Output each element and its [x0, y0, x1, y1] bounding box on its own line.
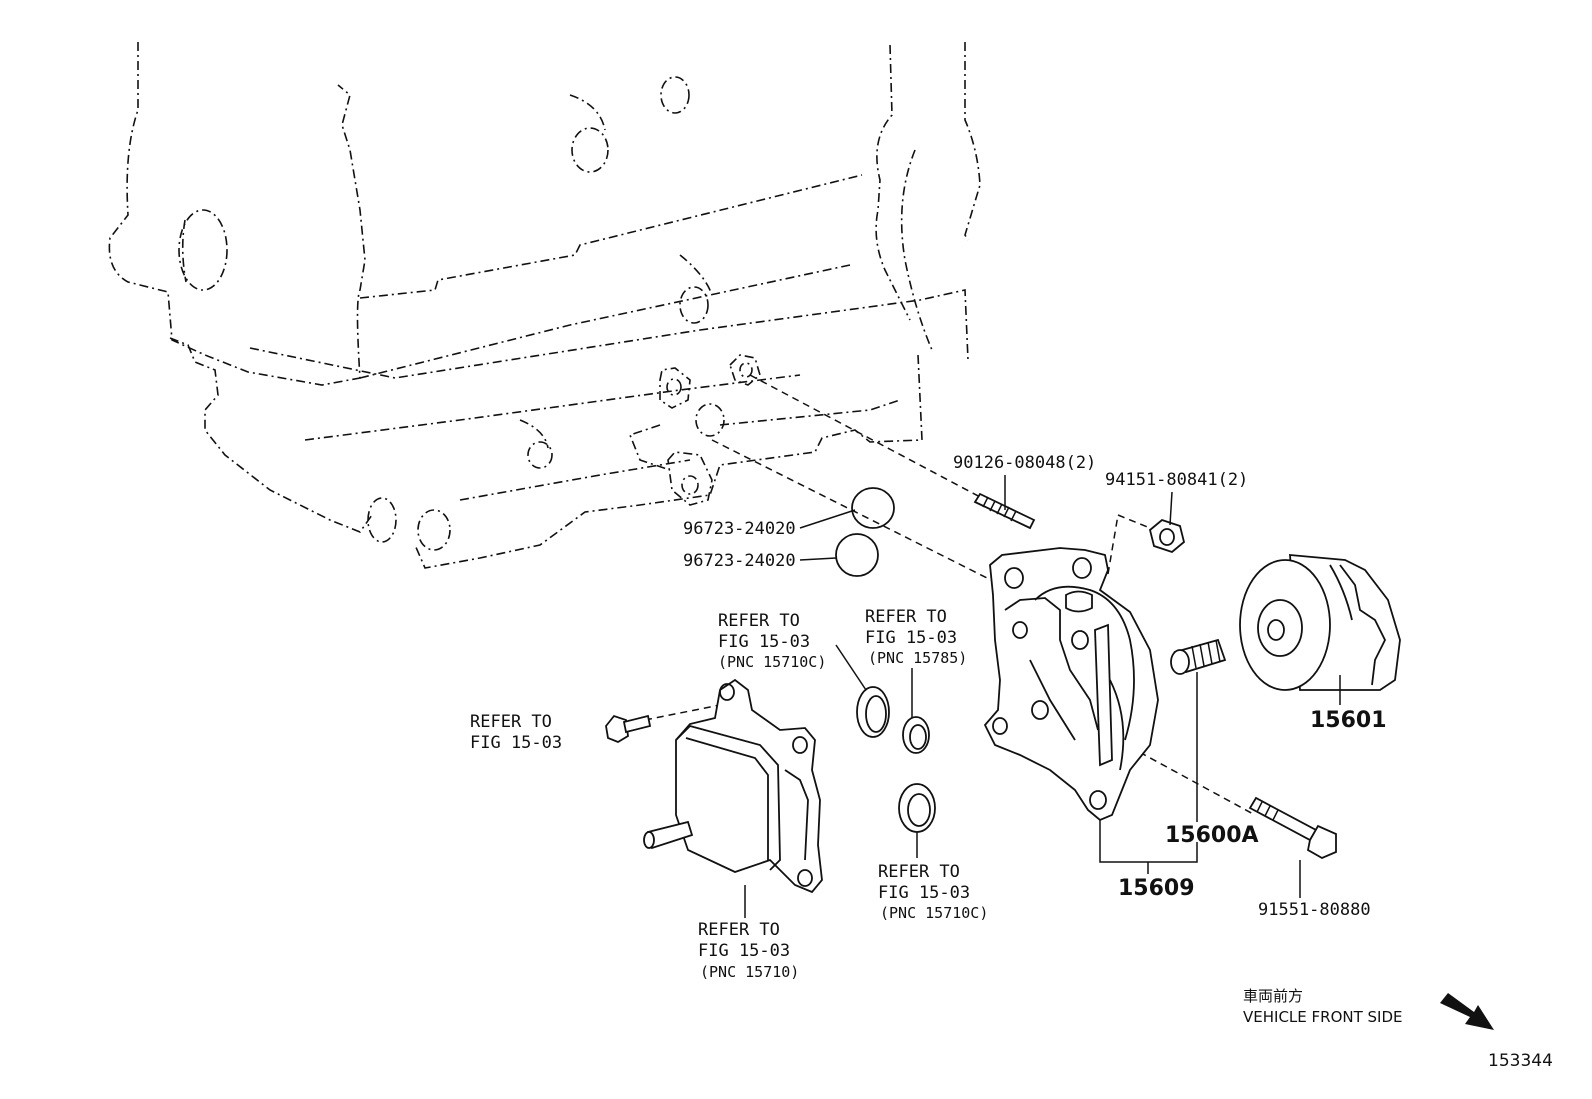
refer-ring-low-line3: (PNC 15710C) — [880, 904, 988, 922]
oil-filter-bracket — [983, 547, 1159, 822]
oil-cooler — [643, 678, 823, 894]
stud-bolt — [973, 492, 1036, 530]
direction-indicator: 車両前方 VEHICLE FRONT SIDE — [1243, 987, 1494, 1030]
refer-ring-low-line1: REFER TO — [878, 862, 960, 882]
refer-ring-left-line2: FIG 15-03 — [718, 632, 810, 652]
refer-cooler-line3: (PNC 15710) — [700, 963, 799, 981]
flange-bolt — [1248, 796, 1337, 860]
o-ring-upper — [851, 487, 895, 529]
front-arrow-icon — [1440, 993, 1494, 1030]
refer-ring-low-line2: FIG 15-03 — [878, 883, 970, 903]
refer-bolt-line1: REFER TO — [470, 712, 552, 732]
cooler-bolt — [605, 714, 652, 744]
label-oring-upper: 96723-24020 — [683, 519, 796, 539]
refer-ring-left-line3: (PNC 15710C) — [718, 653, 826, 671]
label-oring-lower: 96723-24020 — [683, 551, 796, 571]
refer-ring-right-line3: (PNC 15785) — [868, 649, 967, 667]
seal-ring-lower — [898, 783, 936, 833]
label-bolt: 91551-80880 — [1258, 900, 1371, 920]
oil-filter-union — [1170, 638, 1227, 675]
label-filter: 15601 — [1310, 708, 1387, 733]
flange-nut — [1148, 518, 1186, 554]
refer-bolt-line2: FIG 15-03 — [470, 733, 562, 753]
part-labels: 90126-08048(2) 94151-80841(2) 96723-2402… — [470, 453, 1387, 981]
refer-ring-right-line1: REFER TO — [865, 607, 947, 627]
label-nut: 94151-80841(2) — [1105, 470, 1248, 490]
leader-lines — [744, 475, 1341, 918]
figure-id: 153344 — [1488, 1051, 1553, 1071]
oil-filter — [1239, 554, 1401, 691]
label-union: 15600A — [1165, 823, 1259, 848]
engine-block-outline — [108, 42, 981, 569]
refer-cooler-line2: FIG 15-03 — [698, 941, 790, 961]
seal-ring-left — [856, 686, 890, 738]
seal-ring-right — [902, 716, 930, 754]
refer-cooler-line1: REFER TO — [698, 920, 780, 940]
refer-ring-right-line2: FIG 15-03 — [865, 628, 957, 648]
direction-label-jp: 車両前方 — [1243, 987, 1303, 1005]
label-bracket-group: 15609 — [1118, 876, 1195, 901]
label-stud-bolt: 90126-08048(2) — [953, 453, 1096, 473]
o-ring-lower — [835, 533, 879, 577]
direction-label-en: VEHICLE FRONT SIDE — [1243, 1008, 1403, 1026]
refer-ring-left-line1: REFER TO — [718, 611, 800, 631]
